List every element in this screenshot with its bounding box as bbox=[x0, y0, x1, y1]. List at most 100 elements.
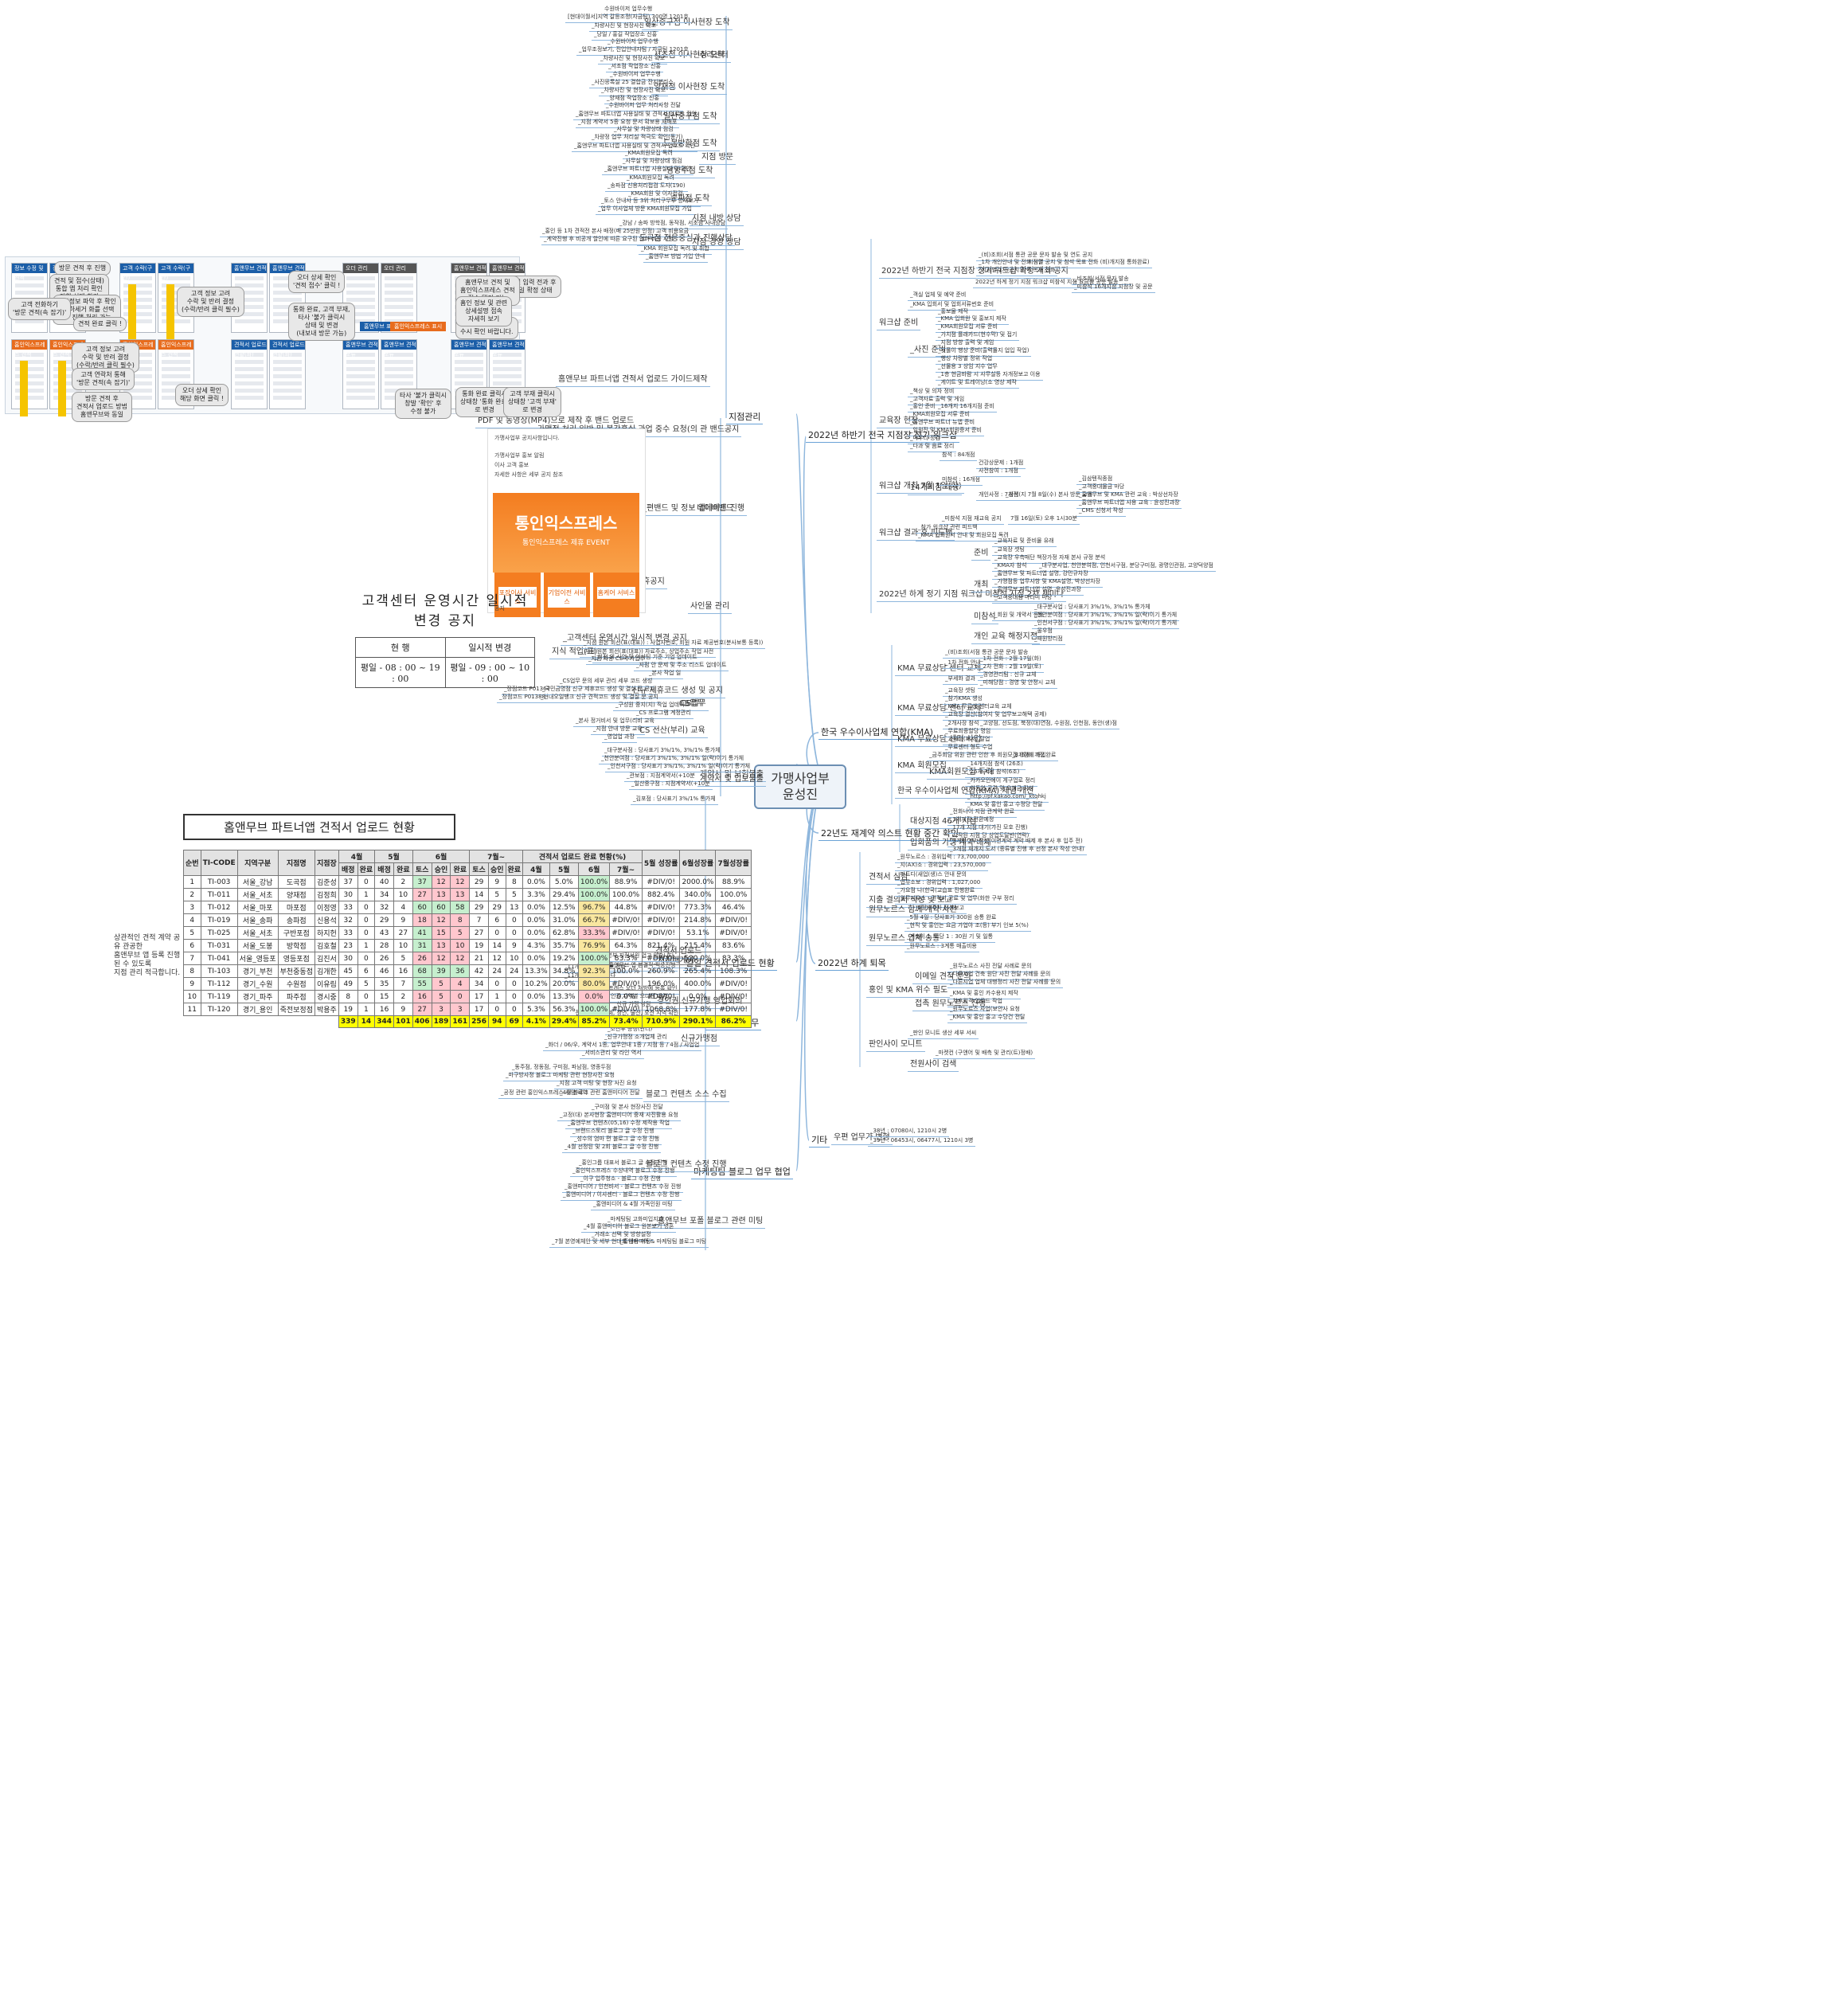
mindmap-node-labels-ws20[interactable]: _사진 준비 bbox=[908, 345, 948, 358]
mindmap-node-labels-k6[interactable]: _부세화 결과 bbox=[943, 675, 978, 685]
mindmap-node-labels-k27[interactable]: _카카오인에이 게구업로 정리 bbox=[965, 777, 1038, 787]
mindmap-node-labels-ins4[interactable]: _관보점 : 지점계약서(+10분 bbox=[624, 772, 697, 782]
mindmap-node-labels-cs20[interactable]: CS업무 bbox=[678, 698, 709, 711]
mindmap-node-labels-ws50[interactable]: _KMA 입회원서 안내 및 회원모집 독려 bbox=[916, 532, 1011, 542]
mindmap-node-labels-k23[interactable]: KMA회원모집 독려 bbox=[927, 767, 996, 780]
mindmap-node-labels-ws5[interactable]: _지점별 1차 공지 참석 목표 전화 bbox=[976, 267, 1058, 276]
mindmap-node-labels-app1[interactable]: 홈앤무브 파트너앱 견적서 업로드 가이드제작 bbox=[556, 374, 710, 387]
mindmap-node-labels-k12[interactable]: _KMA 무료상 센터교육 교체 bbox=[943, 703, 1014, 713]
mindmap-node-labels-e6[interactable]: 입회품의 가맹 계약 배제 bbox=[908, 838, 994, 850]
mindmap-node-labels-cs14[interactable]: _구성원 중지(지) 작업 업데이트 bbox=[613, 702, 692, 711]
mindmap-node-labels-app4[interactable]: _편밴드 및 정보 업데이트 진행 bbox=[640, 503, 748, 516]
mindmap-node-labels-m12[interactable]: _4월 선정된 및 2회 블로그 글 수정 진행 bbox=[562, 1144, 662, 1153]
mindmap-node-labels-h23[interactable]: _차후원격 업로드 작업 bbox=[947, 998, 1005, 1007]
mindmap-node-labels-ws62[interactable]: _고객중대점 마라디 마당 bbox=[992, 594, 1055, 604]
mindmap-node-labels-m18[interactable]: _홍앤미디어 / 이사센터 - 블로그 컨텐츠 수정 진행 bbox=[561, 1191, 682, 1201]
mindmap-node-labels-v1[interactable]: _수원바이저 업무 처리사항 전달 bbox=[604, 102, 683, 111]
mindmap-node-labels-m24[interactable]: _7월 본영예체인 및 세부 현대포 내용 미팅 bbox=[549, 1238, 654, 1248]
mindmap-node-labels-ws18[interactable]: _행상 차량별 정위 작업 bbox=[936, 355, 995, 365]
mindmap-node-labels-ws52[interactable]: 준비 bbox=[971, 548, 991, 561]
mindmap-node-labels-s7[interactable]: 송파점 도착 bbox=[668, 194, 713, 206]
mindmap-node-labels-h21[interactable]: 접촉 원무노르스 진행 bbox=[912, 999, 989, 1011]
root-node[interactable]: 가맹사업부 윤성진 bbox=[754, 764, 846, 809]
mindmap-node-labels-ws36[interactable]: 건강상문제 : 1개점 bbox=[976, 459, 1026, 469]
mindmap-node-labels-c5[interactable]: _KMA 회원모집 독려 및 취합 bbox=[639, 245, 712, 255]
mindmap-node-labels-s4[interactable]: 일산중구점 도착 bbox=[661, 111, 720, 124]
mindmap-node-labels-ws13[interactable]: _KMA 입회원 및 홍보지 제작 bbox=[936, 315, 1009, 325]
mindmap-node-labels-h8[interactable]: 지출 결의서 작성 및 보고 bbox=[866, 895, 955, 908]
mindmap-node-labels-h9[interactable]: 원무노르스 함께 계약 사전 bbox=[866, 905, 959, 917]
mindmap-node-labels-ws24[interactable]: _고객자료 출력 및 게임 bbox=[908, 396, 967, 405]
mindmap-node-labels-ws14[interactable]: _KMA회원모집 서류 준비 bbox=[936, 323, 1000, 333]
mindmap-node-labels-ws22[interactable]: _게이트 및 트레이닝(소 영상 제작 bbox=[936, 379, 1019, 389]
mindmap-node-labels-h20[interactable]: _다른지업 업체 대행정리 사진 전달 사례를 문의 bbox=[947, 979, 1064, 988]
mindmap-node-labels-r5[interactable]: _수원바이저 업무수행 bbox=[605, 38, 661, 48]
mindmap-node-labels-s3[interactable]: 양재점 이사현장 도착 bbox=[651, 82, 728, 95]
mindmap-node-labels-h3[interactable]: _지(AX)소 : 경위입력 : 23,570,000 bbox=[895, 862, 988, 871]
mindmap-node-labels-k13[interactable]: _교육장 결산(참여지 및 업무보고해택 공제) bbox=[943, 711, 1049, 721]
mindmap-node-labels-ins7[interactable]: 계약서 및 입보불출 bbox=[697, 774, 766, 787]
mindmap-node-labels-k22[interactable]: _8개점에 가입완료 bbox=[1010, 752, 1059, 761]
mindmap-node-labels-n11[interactable]: 신규가맹점 bbox=[678, 1034, 720, 1046]
mindmap-node-labels-k30[interactable]: _KMA 및 홍인 홍고 수정당 전달 bbox=[965, 801, 1045, 811]
mindmap-node-labels-k14[interactable]: _2개사장 참석 bbox=[943, 720, 982, 729]
mindmap-node-labels-m13[interactable]: 블로그 컨텐츠 수정 진행 bbox=[643, 1159, 729, 1172]
mindmap-node-labels-k25[interactable]: _16개 지점 참석(6조) bbox=[965, 768, 1022, 778]
mindmap-node-labels-c2[interactable]: _홍인 등 1차 견적전 본사 배정(배 25만원 인정) 고객 비용요금 bbox=[540, 228, 692, 237]
mindmap-node-labels-ws45[interactable]: _홈앤무브 파트너앱 사용 교육 : 윤성진과장 bbox=[1076, 499, 1182, 509]
mindmap-node-labels-m25[interactable]: _홍앤미디어 & 마케팅팀 블로그 미팅 bbox=[618, 1238, 709, 1248]
mindmap-node-labels-m4[interactable]: _지점 고객 미팅 및 현장 사진 요청 bbox=[554, 1080, 639, 1089]
mindmap-node-labels-k2[interactable]: _(비)조회(서점 통관 공문 문자 발송 bbox=[943, 649, 1031, 659]
mindmap-node-labels-ws21[interactable]: _1층 현금바람 시 사무실등 자개정보고 이용 bbox=[936, 371, 1043, 381]
mindmap-node-nodes-hoegye[interactable]: 계약서 및 보험불출 bbox=[697, 769, 766, 782]
mindmap-node-labels-ws8[interactable]: _미참석 16개지점 지점장 및 공문 bbox=[1072, 283, 1155, 293]
mindmap-node-labels-h11[interactable]: 원무노르스 업체 승통 bbox=[866, 933, 943, 946]
mindmap-node-labels-v6[interactable]: _홈앤무브 파트너앱 사용실태 및 견적서 업로드 확인 bbox=[572, 143, 698, 152]
mindmap-node-labels-r4[interactable]: _당일 / 홍길 작업장소 신홍 bbox=[592, 31, 660, 41]
mindmap-node-labels-v12[interactable]: _KMA회원 및 이자접검 bbox=[626, 190, 686, 200]
mindmap-node-labels-ws3[interactable]: _1차 개인안내 및 전화 전달 bbox=[976, 259, 1046, 268]
mindmap-node-nodes-jijeom-gwalli[interactable]: 지점 방문 bbox=[699, 152, 736, 165]
mindmap-node-labels-ws32[interactable]: 교육장 현장 bbox=[877, 416, 921, 428]
mindmap-node-labels-ws33[interactable]: 워크샵 개최 7월 1일(화) bbox=[877, 481, 964, 494]
mindmap-node-labels-ws41[interactable]: 7월 16일(토) 오후 1시30분 bbox=[1008, 515, 1080, 525]
mindmap-node-labels-ws66[interactable]: _천안분여점 : 당사표기 3%/1%, 3%/1% 일(락)이기 통가체 bbox=[1032, 612, 1180, 621]
mindmap-node-labels-ws15[interactable]: _가치점 플래카드(현수막) 및 접기 bbox=[936, 331, 1020, 341]
mindmap-node-labels-m6[interactable]: _4월 블로그 관련 홈앤미디어 전달 bbox=[557, 1089, 643, 1099]
mindmap-node-labels-cs17[interactable]: _지점 안내 방문 교육 bbox=[591, 725, 645, 735]
mindmap-node-labels-ws6[interactable]: 2022년 하계 정기 지점 워크샵 미참석 지점 요금품 공문 발송 bbox=[973, 279, 1121, 288]
mindmap-node-labels-k1[interactable]: KMA 무료상담 센터 교체 bbox=[895, 663, 984, 676]
mindmap-node-labels-m8[interactable]: _고정(대) 본사현장 홈앤미디어 중재 사진활용 요청 bbox=[557, 1112, 681, 1121]
mindmap-node-labels-h16[interactable]: 홍인 및 KMA 위수 필도 bbox=[866, 985, 951, 998]
mindmap-node-labels-h25[interactable]: _KMA 및 홍인 홍고 수당건 전달 bbox=[947, 1014, 1028, 1023]
mindmap-node-labels-ws2[interactable]: _(비)조회(서점 통관 공문 문자 발송 및 연도 공지 bbox=[976, 252, 1096, 261]
mindmap-node-labels-h2[interactable]: _원무노르스 : 경위입력 : 73,700,000 bbox=[895, 854, 992, 863]
mindmap-node-labels-v5[interactable]: _차량정 업무 처리실 적극도 확인(동기) bbox=[589, 134, 686, 143]
mindmap-node-labels-k8[interactable]: _미해당점 : 경영 및 안정시 교체 bbox=[978, 679, 1058, 689]
mindmap-node-labels-h13[interactable]: _현직 및 홍인는 요금 가업아 조(등) 부기 인보 5(%) bbox=[904, 922, 1031, 932]
mindmap-node-labels-cs15[interactable]: _CS 프로그램 계정관리 bbox=[634, 710, 693, 719]
mindmap-node-labels-cs12[interactable]: _장점코드 P01388 bbox=[497, 694, 548, 703]
mindmap-node-nodes-yeonhap[interactable]: 지점 내방 상담 bbox=[690, 213, 744, 226]
mindmap-node-labels-o1[interactable]: 우편 업무가 변형 bbox=[831, 1132, 893, 1145]
mindmap-node-labels-cs19[interactable]: CS 전산(부리) 교육 bbox=[637, 725, 708, 738]
mindmap-node-labels-c1[interactable]: _강남 / 송파 방학점, 동작점, 서초점 사내상담 bbox=[617, 220, 729, 229]
mindmap-node-labels-m11[interactable]: _성수의 엄마 편 블로그 글 수정 진행 bbox=[572, 1136, 662, 1145]
mindmap-node-labels-ws67[interactable]: _인천서구점 : 당사표기 3%/1%, 3%/1% 일(락)이기 통가체 bbox=[1032, 620, 1180, 629]
mindmap-node-nodes-exit-list[interactable]: 22년도 재계약 의스트 현황 중간 확인 bbox=[819, 828, 962, 841]
mindmap-node-labels-k17[interactable]: _무료최종할당 명임 bbox=[943, 728, 994, 737]
mindmap-node-labels-r11[interactable]: _차량사진 및 현장사진 확보 bbox=[599, 87, 669, 96]
mindmap-node-labels-m5[interactable]: _공정 관련 홍인익스프레스 사양 내역 bbox=[498, 1089, 590, 1099]
mindmap-node-labels-cs13[interactable]: _신규 제휴코드 생성 및 공지 bbox=[626, 686, 725, 698]
mindmap-node-labels-ws1[interactable]: 2022년 하반기 전국 지점장 정기 워크샵 확정 개최 공지 bbox=[879, 266, 1071, 279]
mindmap-node-labels-k3[interactable]: _1차 전화 안내 bbox=[943, 659, 983, 669]
mindmap-node-labels-k9[interactable]: KMA 무료상담 센터 교체 bbox=[895, 703, 984, 716]
mindmap-node-labels-k21[interactable]: _금주회담 위원 관련 인한 후 회원모집 (5개) 개정 bbox=[927, 752, 1047, 761]
mindmap-node-labels-ws43[interactable]: _고객중대물금 마당 bbox=[1076, 483, 1127, 493]
mindmap-node-labels-k4[interactable]: _1차 전화 : 2월 17일(화) bbox=[978, 655, 1044, 665]
mindmap-node-labels-e7[interactable]: _3개점 3부 작성(이면계약 계약 배제 후 본사 후 입주 전) bbox=[947, 838, 1085, 847]
mindmap-node-labels-c4[interactable]: 도곡점 전용중심과 진행상담 bbox=[637, 233, 735, 246]
mindmap-node-labels-ws12[interactable]: _홍보물 제작 bbox=[936, 308, 971, 318]
mindmap-node-nodes-kma[interactable]: 한국 우수이사업체 연합(KMA) bbox=[819, 727, 936, 740]
mindmap-node-labels-h10[interactable]: _5월 3주차 정상보고 bbox=[912, 905, 967, 914]
